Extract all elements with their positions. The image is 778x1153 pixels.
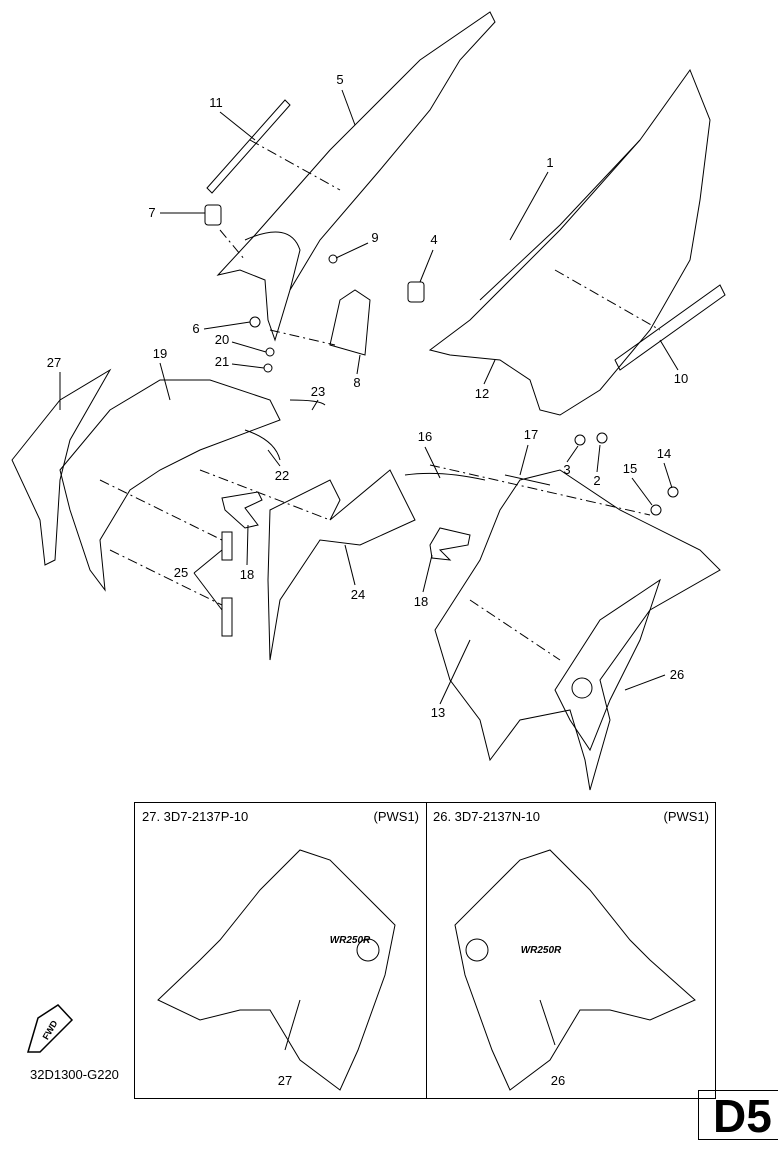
part-25-tape bbox=[221, 531, 233, 561]
callout-number: 9 bbox=[371, 230, 379, 245]
part-10-decal bbox=[614, 284, 726, 371]
callout-number: 13 bbox=[430, 705, 446, 720]
callout-number: 18 bbox=[239, 567, 255, 582]
callout-number: 25 bbox=[173, 565, 189, 580]
part-13-shroud-right bbox=[434, 469, 721, 791]
part-17-strip bbox=[504, 474, 551, 486]
callout-number: 16 bbox=[417, 429, 433, 444]
part-26-decal bbox=[554, 578, 661, 752]
callout-number: 6 bbox=[192, 321, 200, 336]
callout-number: 11 bbox=[209, 95, 223, 110]
callout: 27 bbox=[277, 1073, 293, 1088]
part-3-washer bbox=[574, 434, 586, 446]
part-21-nut bbox=[263, 363, 273, 373]
part-7-clip bbox=[204, 204, 222, 226]
part-25-tape bbox=[221, 597, 233, 637]
callout-number: 18 bbox=[413, 594, 429, 609]
callout-number: 4 bbox=[430, 232, 438, 247]
inset-decal-27-shape bbox=[157, 849, 396, 1091]
part-8-bracket bbox=[329, 289, 371, 356]
variant-26: 26. 3D7-2137N-10 (PWS1) 26 WR250R bbox=[426, 803, 716, 1098]
fwd-arrow-icon bbox=[26, 1004, 74, 1053]
part-11-strip bbox=[206, 99, 291, 194]
callout-number: 7 bbox=[148, 205, 156, 220]
callout-number: 23 bbox=[310, 384, 326, 399]
callout: 26 bbox=[550, 1073, 566, 1088]
page-id-box: D5 bbox=[698, 1090, 778, 1142]
page-id: D5 bbox=[713, 1090, 772, 1142]
part-1-side-cover-right bbox=[428, 68, 711, 416]
callout-number: 21 bbox=[214, 354, 230, 369]
part-27-decal bbox=[11, 368, 112, 566]
part-24-guard bbox=[267, 469, 416, 661]
decal-logo-text: WR250R bbox=[329, 935, 371, 946]
part-2-bolt bbox=[596, 432, 608, 444]
decal-logo-text: WR250R bbox=[520, 945, 562, 956]
part-9-bolt bbox=[328, 254, 338, 264]
part-number: 27. 3D7-2137P-10 bbox=[142, 809, 249, 824]
variant-code: (PWS1) bbox=[663, 809, 710, 824]
callout-number: 24 bbox=[350, 587, 366, 602]
part-19-shroud-left bbox=[59, 379, 281, 592]
part-4-clip bbox=[407, 281, 425, 303]
callout-number: 20 bbox=[214, 332, 230, 347]
decal-variants-inset: 27. 3D7-2137P-10 (PWS1) 27 WR250R 26. 3D… bbox=[134, 802, 716, 1099]
part-15-nut bbox=[650, 504, 662, 516]
callout-number: 22 bbox=[274, 468, 290, 483]
callout-number: 26 bbox=[669, 667, 685, 682]
part-23 bbox=[289, 399, 326, 406]
callout-number: 5 bbox=[336, 72, 344, 87]
part-20-bolt bbox=[265, 347, 275, 357]
callout-number: 14 bbox=[656, 446, 672, 461]
part-18-right bbox=[429, 527, 471, 561]
inset-decal-26-shape bbox=[454, 849, 696, 1091]
callout-number: 3 bbox=[563, 462, 571, 477]
callout-number: 10 bbox=[673, 371, 689, 386]
part-5-side-cover-left bbox=[216, 11, 496, 342]
part-6-washer bbox=[249, 316, 261, 328]
reference-code: 32D1300-G220 bbox=[30, 1067, 119, 1082]
callout-number: 1 bbox=[546, 155, 554, 170]
variant-code: (PWS1) bbox=[373, 809, 420, 824]
callout-number: 2 bbox=[593, 473, 601, 488]
leader-lines bbox=[59, 89, 679, 705]
callout-number: 19 bbox=[152, 346, 168, 361]
part-18-left bbox=[221, 491, 263, 529]
callout-number: 12 bbox=[474, 386, 490, 401]
callout-number: 15 bbox=[622, 461, 638, 476]
callout-number: 17 bbox=[523, 427, 539, 442]
callout-number: 27 bbox=[46, 355, 62, 370]
part-22 bbox=[244, 429, 281, 461]
center-lines bbox=[99, 139, 661, 661]
variant-27: 27. 3D7-2137P-10 (PWS1) 27 WR250R bbox=[135, 803, 427, 1098]
callout-number: 8 bbox=[353, 375, 361, 390]
part-16-strip bbox=[404, 472, 486, 481]
part-14-bolt bbox=[667, 486, 679, 498]
part-number: 26. 3D7-2137N-10 bbox=[433, 809, 540, 824]
